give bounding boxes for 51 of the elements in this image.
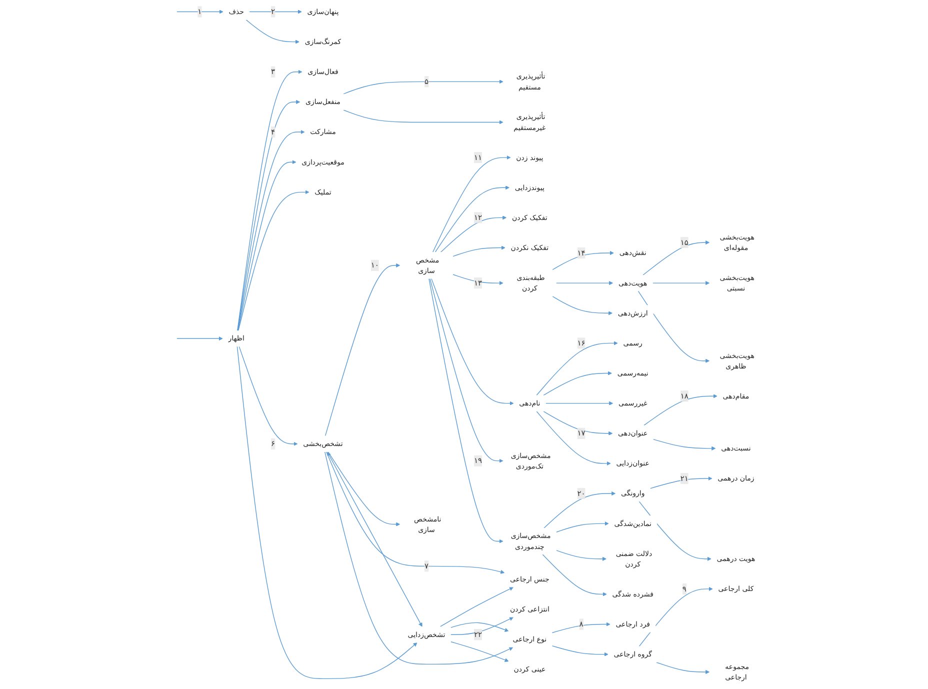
- arrow: [246, 19, 300, 44]
- arrow: [430, 278, 504, 463]
- arrow: [552, 250, 614, 270]
- arrow: [450, 641, 509, 662]
- arrow: [638, 501, 712, 561]
- arrow: [324, 263, 400, 436]
- arrow: [556, 522, 609, 532]
- arrow: [176, 10, 224, 14]
- arrow: [652, 438, 716, 450]
- arrow: [236, 346, 418, 680]
- arrow: [237, 130, 305, 331]
- arrow: [324, 452, 514, 665]
- arrow: [638, 290, 710, 363]
- arrow: [536, 411, 611, 466]
- arrow: [343, 80, 504, 94]
- arrow: [650, 476, 712, 489]
- arrow: [544, 491, 616, 528]
- arrow: [328, 452, 400, 526]
- arrow: [450, 622, 509, 632]
- arrow: [434, 186, 510, 252]
- arrow: [656, 662, 710, 674]
- arrow: [452, 246, 506, 257]
- arrow: [552, 622, 610, 634]
- arrow: [176, 336, 223, 341]
- arrow: [552, 296, 613, 316]
- arrow: [556, 550, 606, 561]
- arrow: [238, 346, 298, 446]
- arrow: [238, 190, 310, 331]
- arrow: [536, 341, 618, 396]
- arrow: [543, 371, 612, 396]
- arrow: [652, 281, 710, 286]
- arrow: [327, 452, 422, 627]
- arrow: [440, 216, 507, 252]
- arrow: [638, 586, 713, 647]
- arrow: [343, 110, 504, 124]
- arrow: [326, 452, 505, 574]
- arrow: [452, 274, 504, 286]
- arrow: [552, 645, 608, 656]
- arrow: [432, 156, 511, 252]
- arrow: [642, 240, 710, 276]
- arrow: [644, 394, 718, 426]
- arrow: [542, 554, 607, 596]
- arrow: [431, 278, 514, 406]
- arrow: [238, 160, 296, 331]
- arrow: [556, 281, 614, 286]
- arrow: [249, 10, 302, 14]
- arrow: [428, 278, 504, 544]
- arrow: [450, 617, 514, 635]
- arrow: [543, 411, 613, 436]
- arrow: [440, 587, 514, 627]
- arrow: [545, 401, 614, 406]
